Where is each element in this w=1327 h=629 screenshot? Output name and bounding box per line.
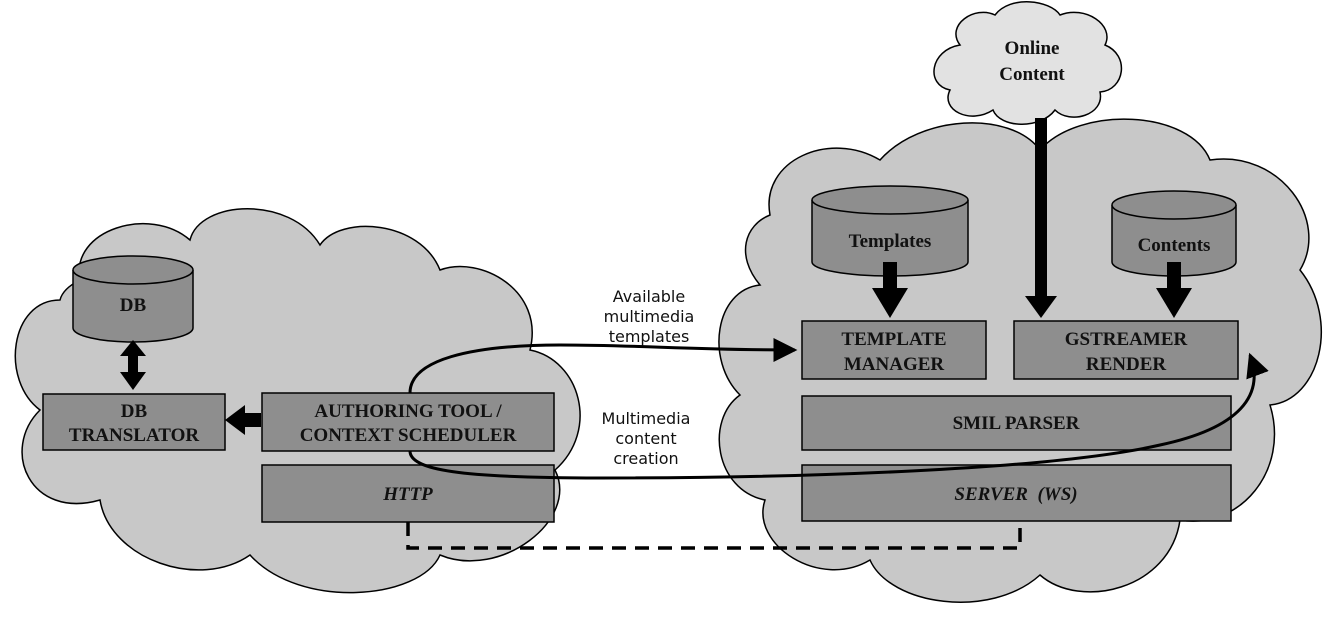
available-templates-text-1: Available [613,287,685,306]
db-label: DB [120,295,147,316]
gstreamer-render-label-2: RENDER [1086,354,1167,375]
available-templates-text-2: multimedia [604,307,695,326]
online-content-label-1: Online [1005,38,1060,59]
smil-parser-label: SMIL PARSER [953,413,1080,434]
db-translator-box [42,393,226,451]
authoring-tool-label-1: AUTHORING TOOL / [314,401,502,422]
content-creation-text-3: creation [613,449,678,468]
content-creation-text-1: Multimedia [602,409,691,428]
smil-parser-box [801,395,1232,451]
template-manager-box [801,320,987,380]
db-translator-label-2: TRANSLATOR [69,425,199,446]
http-label: HTTP [382,484,433,505]
online-content-cloud [933,1,1122,125]
templates-cylinder [811,185,969,277]
content-creation-text-2: content [615,429,676,448]
authoring-tool-label-2: CONTEXT SCHEDULER [300,425,517,446]
authoring-tool-box [261,392,555,452]
online-content-label-2: Content [999,64,1065,85]
template-manager-label-2: MANAGER [844,354,945,375]
server-ws-box [801,464,1232,522]
contents-db-label: Contents [1138,235,1211,256]
db-translator-label-1: DB [121,401,148,422]
gstreamer-render-label-1: GSTREAMER [1065,329,1188,350]
online-content-arrow [1025,118,1057,318]
contents-cylinder [1111,190,1237,277]
templates-db-label: Templates [849,231,932,252]
templates-down-arrow [872,262,908,318]
gstreamer-render-box [1013,320,1239,380]
content-creation-curve [408,352,1269,480]
db-double-arrow [120,340,146,390]
template-manager-label-1: TEMPLATE [841,329,946,350]
contents-down-arrow [1156,262,1192,318]
available-templates-text-3: templates [609,327,690,346]
http-server-dashed-link [406,522,1022,550]
server-ws-label: SERVER (WS) [954,484,1077,505]
available-templates-curve [408,337,798,394]
http-box [261,464,555,523]
translator-arrow [225,405,261,435]
